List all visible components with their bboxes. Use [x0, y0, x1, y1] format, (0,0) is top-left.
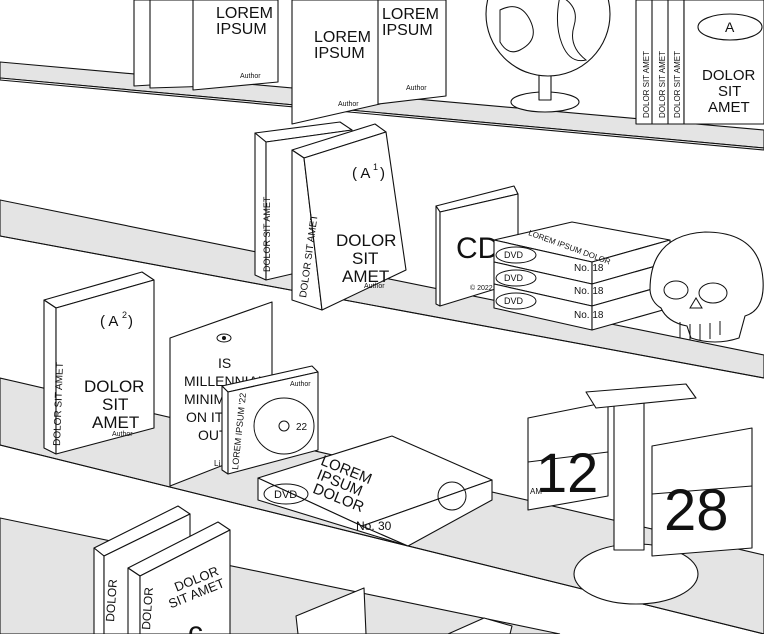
clock-minute: 28 — [664, 478, 729, 543]
globe — [485, 0, 611, 113]
book-title-line2: IPSUM — [314, 45, 365, 62]
books-bottom: DOLOR DOLOR DOLOR SIT AMET c — [93, 505, 231, 634]
book-edition-label: ( A — [352, 165, 370, 182]
book-title-line1: IS — [218, 355, 231, 371]
book-edition-close: ) — [128, 313, 133, 330]
flip-clock: 12 AM 28 — [527, 383, 753, 605]
book-title-line1: DOLOR — [702, 67, 756, 84]
book-spine-label: DOLOR SIT AMET — [642, 51, 651, 118]
dvd-label: DVD — [504, 273, 524, 283]
book-dolor-sit-amet-top: DOLOR SIT AMET DOLOR SIT AMET DOLOR SIT … — [635, 0, 764, 125]
book-title-line1: LOREM — [382, 6, 439, 23]
book-title-line1: DOLOR — [336, 231, 396, 250]
book-title-line1: LOREM — [314, 29, 371, 46]
book-badge: A — [725, 19, 735, 35]
cd-lorem-ipsum-22: LOREM IPSUM '22 Author 22 — [221, 365, 319, 475]
book-edition-sup: 1 — [373, 162, 378, 172]
bottom-shelf-objects — [295, 587, 513, 634]
dvd-label: DVD — [274, 489, 297, 501]
book-lorem-ipsum-center: LOREM IPSUM Author — [291, 0, 381, 125]
dvd-stack: LOREM IPSUM DOLOR DVD No. 18 DVD No. 18 … — [493, 221, 671, 331]
book-lorem-ipsum-right: LOREM IPSUM Author — [377, 0, 447, 105]
book-title-line2: SIT — [352, 249, 378, 268]
cd-author: Author — [290, 381, 311, 388]
book-author: Author — [338, 101, 359, 108]
book-title-line5: OUT — [198, 427, 228, 443]
clock-ampm: AM — [530, 487, 542, 496]
book-title-line1: LOREM — [216, 5, 273, 22]
book-cover-glyph: c — [188, 616, 203, 634]
dvd-number: No. 30 — [356, 519, 392, 533]
book-lorem-ipsum-left: LOREM IPSUM Author — [133, 0, 279, 91]
skull — [649, 231, 764, 343]
book-title-line3: AMET — [708, 99, 750, 116]
book-title-line3: AMET — [342, 267, 389, 286]
book-spine-label: DOLOR SIT AMET — [658, 51, 667, 118]
book-spine-label: DOLOR SIT AMET — [262, 196, 272, 272]
book-author: Author — [406, 85, 427, 92]
dvd-number: No. 18 — [574, 286, 604, 297]
book-author: Author — [112, 431, 133, 438]
book-title-line2: IPSUM — [216, 21, 267, 38]
book-edition-close: ) — [380, 165, 385, 182]
dvd-number: No. 18 — [574, 263, 604, 274]
dvd-number: No. 18 — [574, 310, 604, 321]
book-a1: DOLOR SIT AMET ( A 1 ) DOLOR SIT AMET Au… — [291, 123, 407, 311]
dvd-label: DVD — [504, 296, 524, 306]
cd-number: 22 — [296, 422, 308, 433]
book-title-line1: DOLOR — [84, 377, 144, 396]
cd-title: CD — [456, 232, 499, 265]
book-a2: DOLOR SIT AMET ( A 2 ) DOLOR SIT AMET Au… — [43, 271, 155, 455]
clock-hour: 12 — [536, 441, 598, 504]
book-edition-sup: 2 — [122, 310, 127, 320]
book-title-line2: SIT — [718, 83, 741, 100]
dvd-no-30: LOREM IPSUM DOLOR DVD No. 30 — [257, 435, 493, 547]
book-footer: Li — [214, 459, 220, 468]
book-title-line2: IPSUM — [382, 22, 433, 39]
book-author: Author — [364, 283, 385, 290]
book-title-line2: SIT — [102, 395, 128, 414]
dvd-label: DVD — [504, 250, 524, 260]
book-spine-label: DOLOR — [103, 578, 120, 622]
book-author: Author — [240, 73, 261, 80]
book-spine-label: DOLOR SIT AMET — [673, 51, 682, 118]
book-edition-label: ( A — [100, 313, 118, 330]
book-spine-label: DOLOR SIT AMET — [52, 362, 66, 446]
cd-copyright: © 2022 — [470, 284, 493, 292]
book-spine-label: DOLOR — [139, 586, 156, 630]
book-title-line3: AMET — [92, 413, 139, 432]
